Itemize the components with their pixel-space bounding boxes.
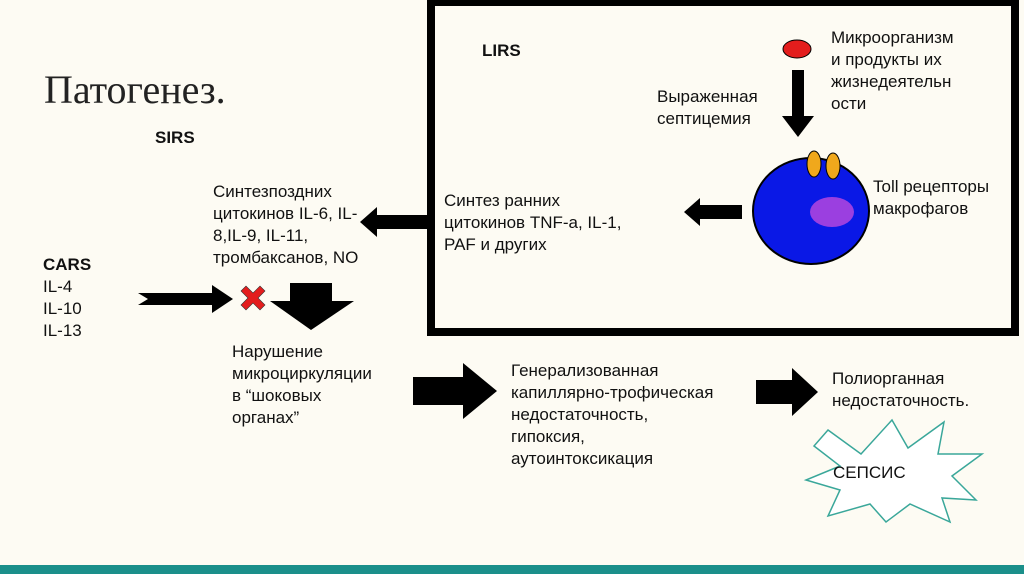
macrophage-icon: [752, 150, 870, 265]
microorganism-icon: [782, 39, 812, 59]
sepsis-label: СЕПСИС: [833, 463, 906, 482]
footer-bar: [0, 565, 1024, 574]
right-arrow-1-icon: [413, 363, 497, 419]
sepsis-burst-icon: [803, 418, 985, 524]
lirs-label: LIRS: [482, 41, 521, 60]
page-title: Патогенез.: [44, 67, 226, 112]
lirs-box: [427, 0, 1019, 336]
cars-arrow-icon: [138, 285, 233, 313]
block-cross-icon: [240, 285, 266, 311]
sirs-label: SIRS: [155, 128, 195, 147]
down-arrow-icon: [782, 70, 814, 137]
left-arrow-late-icon: [360, 207, 434, 237]
left-arrow-icon: [684, 198, 742, 226]
right-arrow-2-icon: [756, 368, 818, 416]
down-arrow-big-icon: [270, 283, 354, 330]
